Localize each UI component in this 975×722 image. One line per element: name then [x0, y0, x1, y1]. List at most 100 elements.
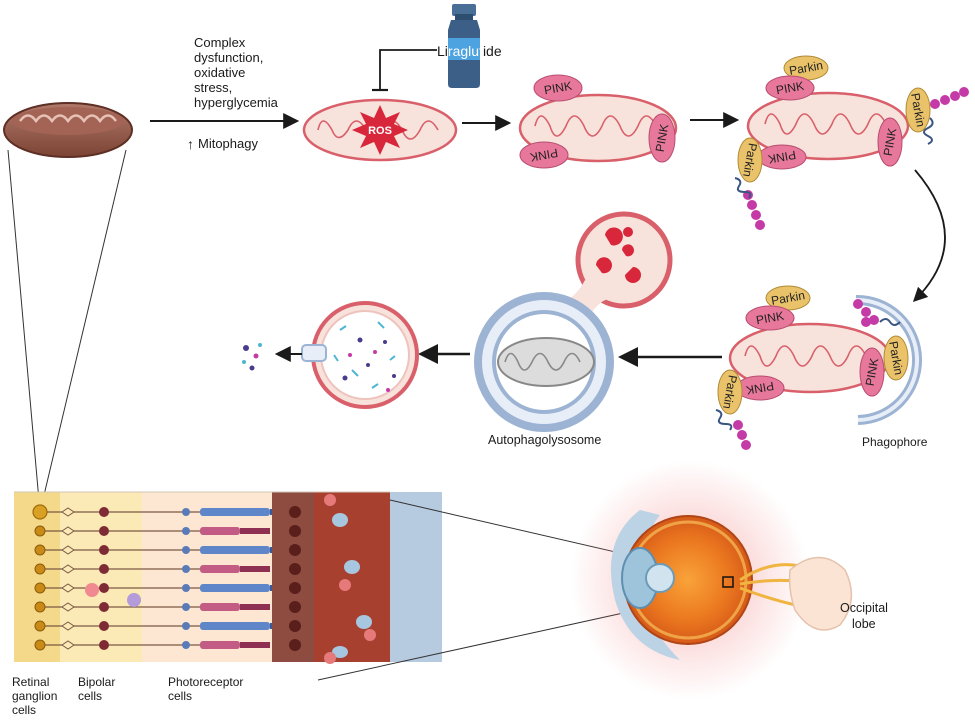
- pink-protein-7: [745, 305, 795, 331]
- synapse-marker: [61, 640, 75, 650]
- pink-label-1: PINK: [543, 79, 573, 98]
- rod-segment: [200, 584, 270, 592]
- parkin-label-5: Parkin: [720, 374, 740, 410]
- trigger-line-5: hyperglycemia: [194, 95, 279, 110]
- pink-label-2: PINK: [529, 146, 559, 165]
- pink-label-3: PINK: [653, 123, 672, 153]
- rpe-nucleus: [289, 582, 301, 594]
- outer-segment: [270, 585, 272, 591]
- synapse-marker: [61, 526, 75, 536]
- retinal-ganglion-label-3: cells: [12, 703, 36, 717]
- trigger-line-3: oxidative: [194, 65, 245, 80]
- vesicle-exit-channel: [301, 344, 327, 362]
- parkin-protein-2: [737, 137, 763, 183]
- rod-segment: [200, 622, 270, 630]
- released-fragments: [242, 343, 262, 371]
- autophagolysosome: [474, 211, 673, 432]
- synapse-marker: [61, 564, 75, 574]
- pink-protein-6: [877, 117, 903, 167]
- brown-mitochondrion: [3, 102, 133, 158]
- bipolar-label-1: Bipolar: [78, 675, 115, 689]
- degraded-vesicle: [311, 301, 419, 409]
- pink-protein-9: [859, 347, 885, 397]
- ubiquitin-chain-3: [853, 299, 879, 327]
- drug-name-highlight: raglut: [448, 43, 483, 59]
- synapse-marker: [61, 545, 75, 555]
- photoreceptor-nucleus: [182, 641, 190, 649]
- phagophore-membrane: [855, 294, 922, 425]
- outer-segment: [240, 642, 270, 648]
- drug-name-suffix: ide: [483, 43, 502, 59]
- phagophore-mitochondrion: [728, 322, 892, 394]
- pink-label-8: PINK: [745, 379, 775, 398]
- synapse-marker: [61, 602, 75, 612]
- photoreceptor-nucleus: [182, 527, 190, 535]
- zoom-line-right: [39, 149, 127, 513]
- photoreceptor-nucleus: [182, 508, 190, 516]
- ubiquitin-chain-2: [743, 190, 765, 230]
- rpe-cells: [324, 494, 376, 664]
- ganglion-cell: [34, 582, 46, 594]
- ubiquitin-linker-2: [734, 177, 752, 199]
- photoreceptor-nucleus: [182, 546, 190, 554]
- synapse-marker: [61, 621, 75, 631]
- ganglion-cell: [34, 639, 46, 651]
- parkin-protein-5: [717, 369, 743, 415]
- parkin-protein-3: [905, 87, 931, 133]
- ros-burst-icon: [352, 105, 408, 155]
- rpe-nucleus: [289, 620, 301, 632]
- ubiquitin-chain-1: [930, 87, 969, 109]
- phagophore-label: Phagophore: [862, 435, 928, 449]
- outer-segment: [240, 604, 270, 610]
- ganglion-cell: [34, 525, 46, 537]
- retina-cell-rows: [34, 506, 301, 651]
- mitophagy-up-arrow: ↑: [187, 136, 194, 152]
- ubiquitin-linker-3: [879, 318, 901, 326]
- ubiquitin-chain-4: [733, 420, 751, 450]
- rpe-nucleus: [289, 563, 301, 575]
- retinal-ganglion-label-2: ganglion: [12, 689, 57, 703]
- drug-name-prefix: Li: [437, 43, 448, 59]
- rpe-nucleus: [289, 506, 301, 518]
- pink-label-9: PINK: [863, 357, 882, 387]
- arrow-to-phagophore: [912, 169, 946, 303]
- synapse-marker: [61, 583, 75, 593]
- trigger-line-1: Complex: [194, 35, 246, 50]
- liraglutide-vial-icon: [448, 4, 480, 88]
- rpe-nucleus: [289, 601, 301, 613]
- parkin-label-4: Parkin: [770, 288, 806, 308]
- rod-segment: [200, 508, 270, 516]
- bipolar-cell-highlight-2: [127, 593, 141, 607]
- outer-segment: [270, 509, 272, 515]
- photoreceptor-nucleus: [182, 603, 190, 611]
- bipolar-cell: [99, 507, 109, 517]
- cone-segment: [200, 603, 240, 611]
- pink-label-6: PINK: [881, 127, 900, 157]
- bipolar-cell: [99, 545, 109, 555]
- bipolar-cell: [99, 526, 109, 536]
- bipolar-cell: [99, 621, 109, 631]
- outer-segment: [240, 566, 270, 572]
- cone-segment: [200, 565, 240, 573]
- ganglion-cell-highlight: [32, 504, 48, 520]
- pink-protein-4: [765, 75, 815, 101]
- rod-segment: [200, 546, 270, 554]
- ros-label: ROS: [368, 125, 392, 137]
- ganglion-cell: [34, 563, 46, 575]
- ganglion-cell: [34, 620, 46, 632]
- retinal-ganglion-label-1: Retinal: [12, 675, 49, 689]
- ganglion-cell: [34, 601, 46, 613]
- photoreceptor-nucleus: [182, 565, 190, 573]
- pink-protein-1: [533, 74, 583, 102]
- parkin-label-2: Parkin: [740, 142, 760, 178]
- lysosome-enzymes: [596, 227, 641, 283]
- pink-protein-2: [519, 141, 569, 169]
- cone-segment: [200, 641, 240, 649]
- cone-segment: [200, 527, 240, 535]
- pink-label-5: PINK: [767, 148, 797, 167]
- inhibition-line: [379, 49, 437, 90]
- parkin-mitochondrion: [746, 91, 910, 161]
- parkin-label-1: Parkin: [788, 58, 824, 78]
- autophagolysosome-label: Autophagolysosome: [488, 433, 601, 447]
